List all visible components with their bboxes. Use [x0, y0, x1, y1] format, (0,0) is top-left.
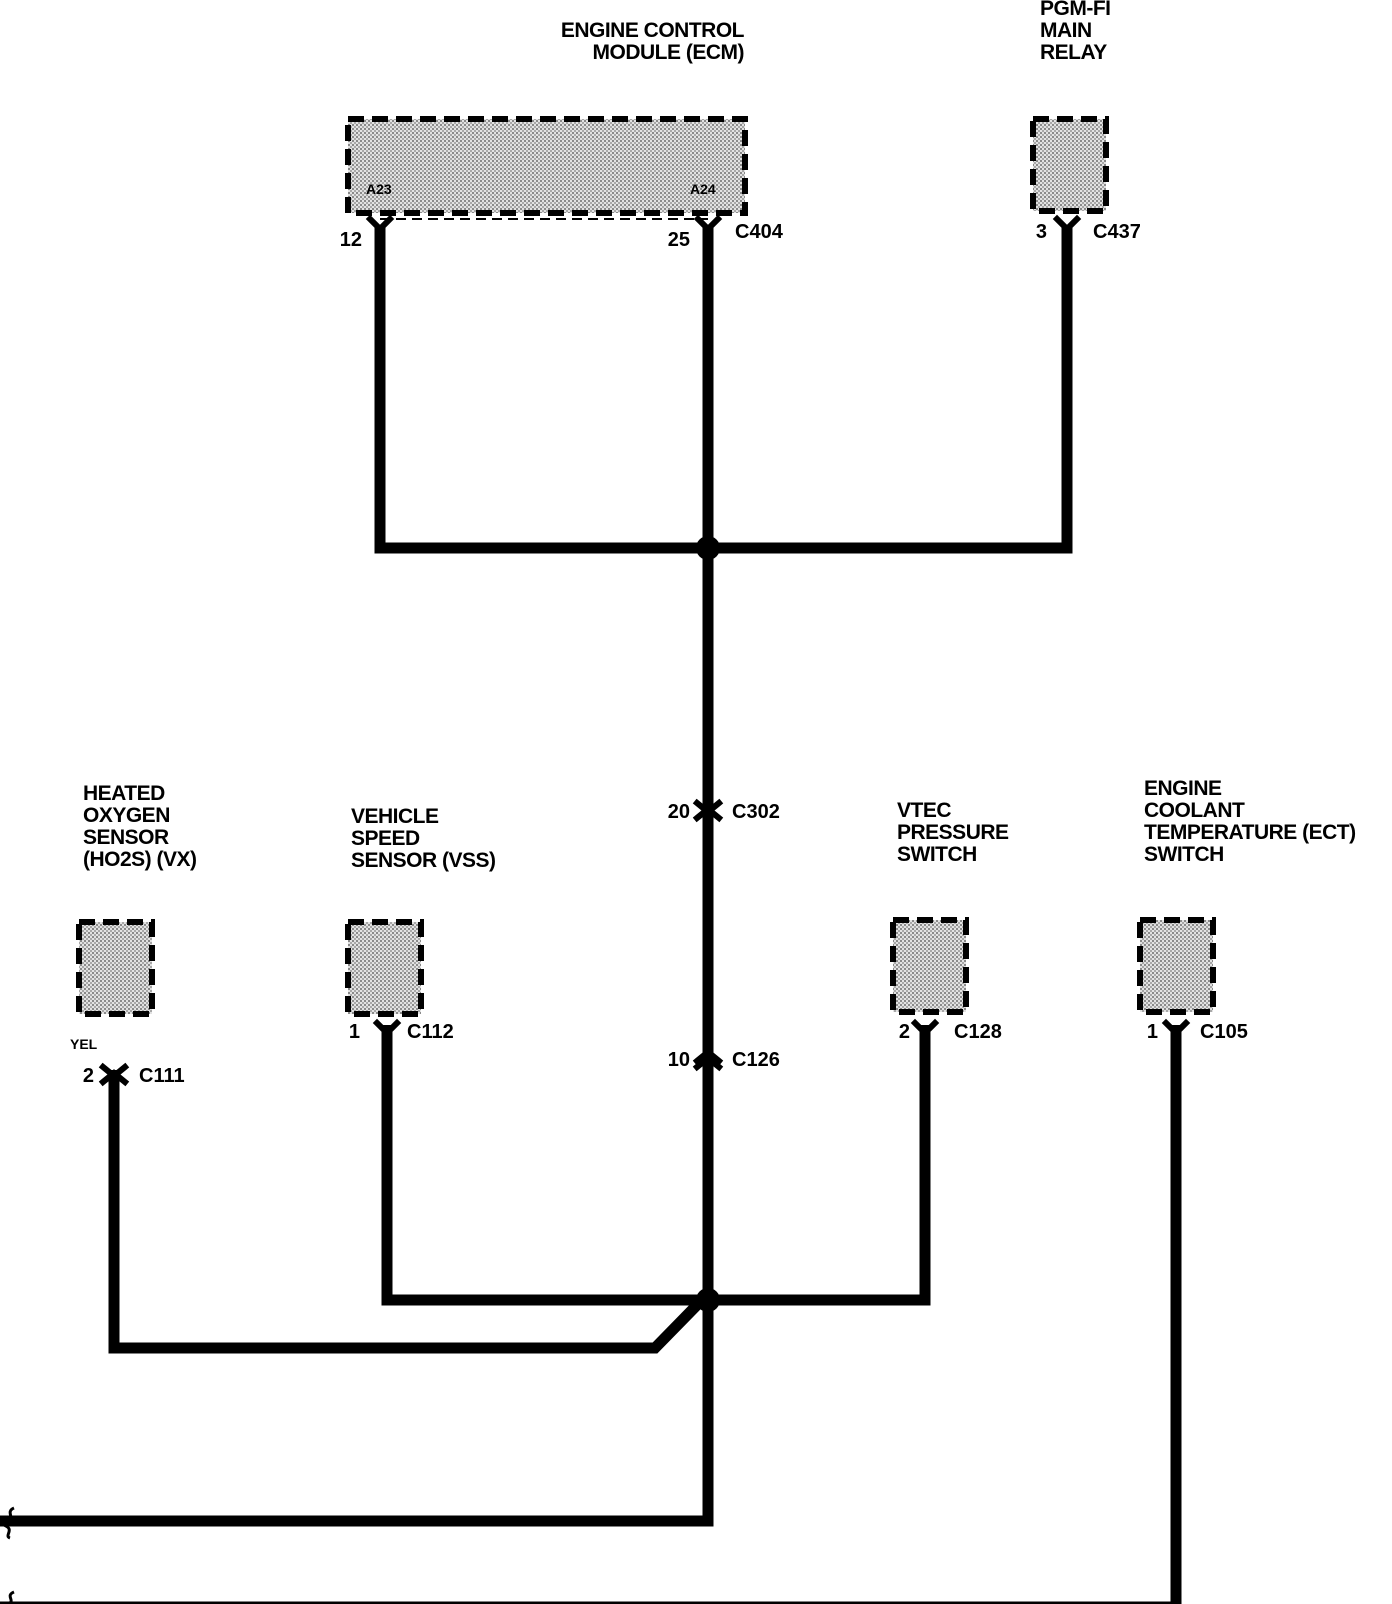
connector-c404-right — [693, 214, 723, 234]
ect-switch-label: ENGINE COOLANT TEMPERATURE (ECT) SWITCH — [1144, 777, 1356, 866]
wire-trunk-down — [0, 1300, 714, 1527]
ho2s-label: HEATED OXYGEN SENSOR (HO2S) (VX) — [83, 782, 197, 871]
c112-pin: 1 — [348, 1021, 360, 1043]
ho2s-box — [76, 919, 155, 1017]
vtec-switch-box — [890, 917, 969, 1015]
c126-id: C126 — [732, 1049, 780, 1071]
c128-pin: 2 — [898, 1021, 910, 1043]
c128-id: C128 — [954, 1021, 1002, 1043]
c111-id: C111 — [139, 1065, 185, 1087]
c404-right-pin: 25 — [667, 229, 690, 251]
ect-switch-box — [1137, 917, 1216, 1015]
connector-c111 — [98, 1062, 130, 1087]
connector-c437 — [1052, 214, 1082, 234]
c404-left-pin: 12 — [339, 229, 362, 251]
ecm-label: ENGINE CONTROL MODULE (ECM) — [560, 19, 745, 64]
c112-id: C112 — [407, 1021, 454, 1043]
wire-pgm-fi-relay — [708, 225, 1073, 554]
c105-id: C105 — [1200, 1021, 1248, 1043]
wire-ho2s — [108, 1070, 703, 1354]
vss-box — [345, 919, 424, 1017]
c437-pin: 3 — [1035, 221, 1047, 243]
c302-pin: 20 — [667, 801, 690, 823]
ecm-terminal-a24: A24 — [690, 181, 716, 197]
break-marker-upper — [2, 1506, 15, 1540]
wire-vss — [381, 1025, 708, 1306]
wire-ect-switch — [0, 1025, 1182, 1604]
splice-upper — [696, 536, 720, 560]
connector-c105 — [1161, 1018, 1191, 1038]
pgm-fi-relay-label: PGM-FI MAIN RELAY — [1040, 0, 1111, 64]
ecm-box — [345, 116, 748, 216]
c126-pin: 10 — [667, 1049, 690, 1071]
connector-c302 — [692, 798, 724, 823]
pgm-fi-relay-box — [1030, 116, 1109, 214]
vss-label: VEHICLE SPEED SENSOR (VSS) — [351, 805, 496, 872]
break-marker-lower — [5, 1590, 15, 1604]
connector-c112 — [372, 1018, 402, 1038]
ecm-terminal-a23: A23 — [366, 181, 392, 197]
connector-c126 — [692, 1048, 724, 1072]
connector-c404-left — [365, 214, 395, 234]
c404-id: C404 — [735, 221, 783, 243]
ho2s-wire-color: YEL — [70, 1036, 98, 1052]
c302-id: C302 — [732, 801, 780, 823]
connector-c128 — [910, 1018, 940, 1038]
c437-id: C437 — [1093, 221, 1141, 243]
wire-ecm-12 — [374, 225, 708, 554]
c111-pin: 2 — [82, 1065, 94, 1087]
vtec-switch-label: VTEC PRESSURE SWITCH — [897, 799, 1009, 866]
c105-pin: 1 — [1146, 1021, 1158, 1043]
splice-lower — [696, 1288, 720, 1312]
wire-vtec-switch — [708, 1025, 931, 1306]
